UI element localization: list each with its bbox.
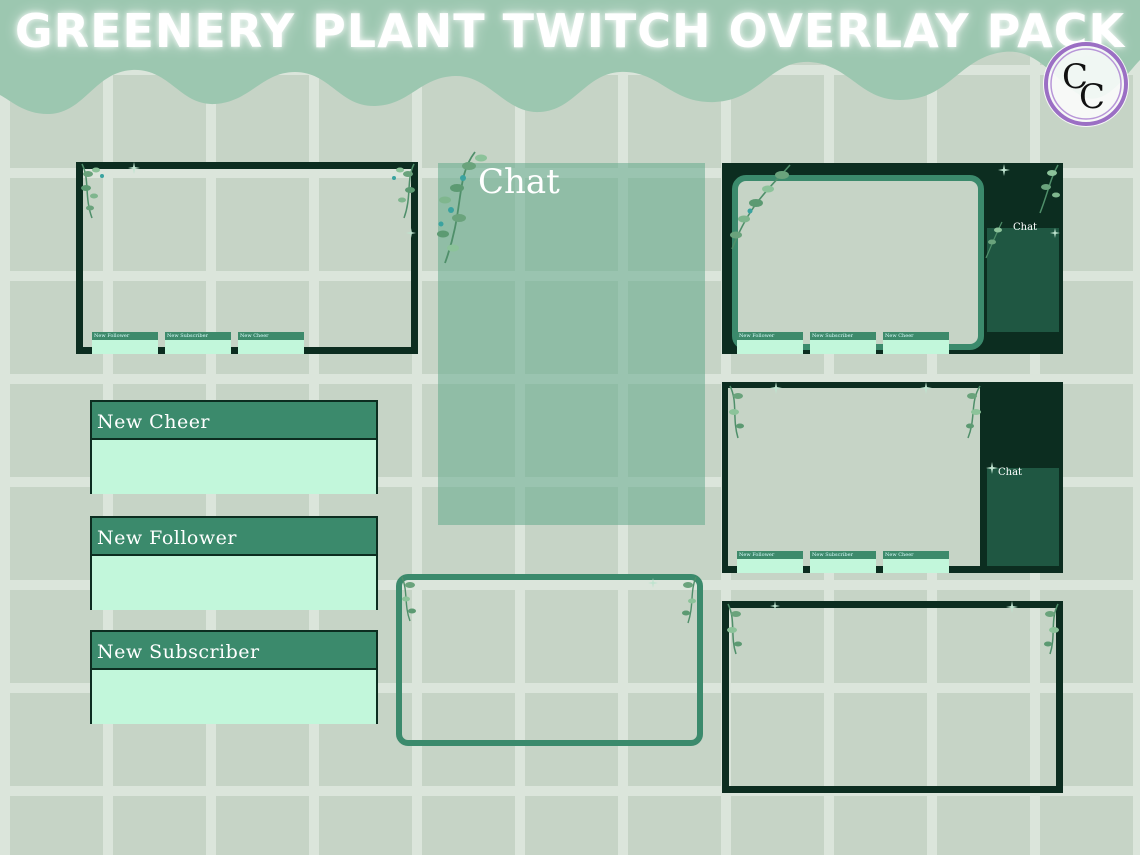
mini-alert-follower: New Follower xyxy=(737,551,803,573)
chat-column-2-label: Chat xyxy=(998,467,1023,478)
overlay-frame-top-left xyxy=(76,162,418,354)
webcam-frame-rounded xyxy=(396,574,703,746)
mini-alert-label: New Cheer xyxy=(883,332,949,340)
inner-cam-2 xyxy=(728,388,980,566)
mini-alert-subscriber: New Subscriber xyxy=(810,551,876,573)
mini-alert-label: New Cheer xyxy=(238,332,304,340)
mini-alert-subscriber: New Subscriber xyxy=(165,332,231,354)
alert-box-follower: New Follower xyxy=(90,516,378,610)
chat-column-1-label: Chat xyxy=(1013,222,1038,233)
mini-alert-label: New Follower xyxy=(737,332,803,340)
page-title: GREENERY PLANT TWITCH OVERLAY PACK xyxy=(14,4,1126,58)
alert-box-label: New Subscriber xyxy=(92,632,376,670)
mini-alert-follower: New Follower xyxy=(737,332,803,354)
mini-alert-follower: New Follower xyxy=(92,332,158,354)
mini-alert-cheer: New Cheer xyxy=(883,551,949,573)
mini-alert-label: New Subscriber xyxy=(810,332,876,340)
alert-box-subscriber: New Subscriber xyxy=(90,630,378,724)
drip-header xyxy=(0,0,1140,115)
alert-box-label: New Follower xyxy=(92,518,376,556)
logo-letter-right: C xyxy=(1079,77,1105,117)
chat-column-1 xyxy=(987,228,1059,332)
mini-alert-label: New Subscriber xyxy=(165,332,231,340)
chat-panel-label: Chat xyxy=(478,162,560,202)
alert-box-label: New Cheer xyxy=(92,402,376,440)
chat-column-2 xyxy=(987,468,1059,566)
inner-cam-rounded xyxy=(732,175,984,350)
mini-alert-cheer: New Cheer xyxy=(883,332,949,354)
logo-letter-left: C xyxy=(1062,57,1088,97)
logo-monogram: C C xyxy=(1043,41,1129,127)
mini-alert-cheer: New Cheer xyxy=(238,332,304,354)
mini-alert-label: New Follower xyxy=(737,551,803,559)
mini-alert-subscriber: New Subscriber xyxy=(810,332,876,354)
mini-alert-label: New Follower xyxy=(92,332,158,340)
alert-box-cheer: New Cheer xyxy=(90,400,378,494)
mini-alert-label: New Subscriber xyxy=(810,551,876,559)
chat-panel xyxy=(438,163,705,525)
overlay-frame-right-3 xyxy=(722,601,1063,793)
mini-alert-label: New Cheer xyxy=(883,551,949,559)
